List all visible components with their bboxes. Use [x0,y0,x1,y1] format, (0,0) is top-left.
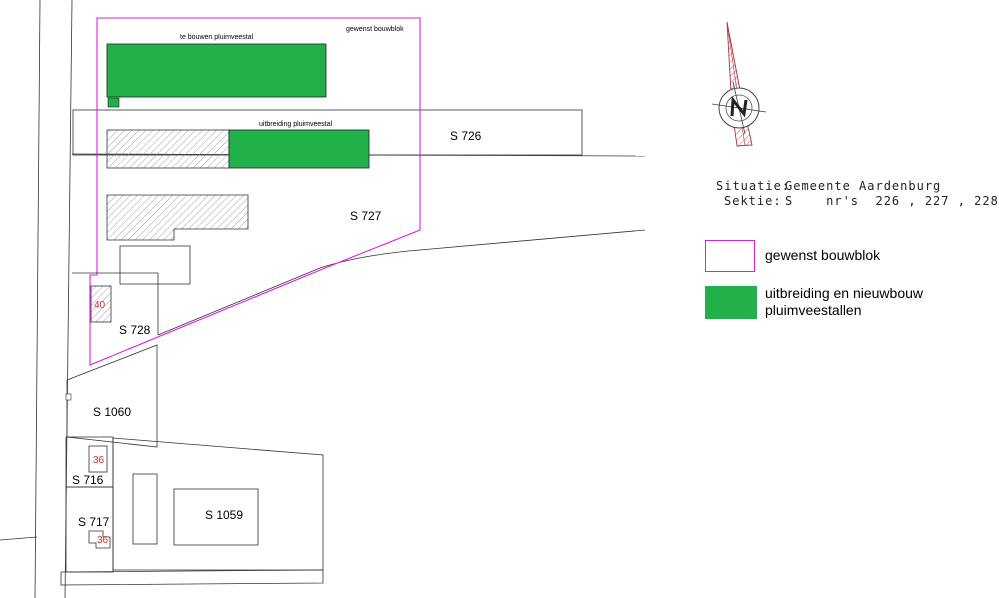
existing-building-hatched [106,194,249,241]
outbuilding-outline [119,245,191,285]
desired-block-label: gewenst bouwblok [346,26,404,33]
shed-outline [132,473,158,545]
road-side-left [0,536,38,541]
house-number-36-second: 36 [97,535,109,546]
parcel-label-s728: S 728 [119,323,151,337]
legend-swatch-poultry-houses [705,286,757,319]
situation-value: Gemeente Aardenburg [785,179,942,193]
house-36a-outline [88,445,108,473]
parcel-boundary-curve [157,229,646,336]
situation-label: Situatie: [716,179,791,193]
parcel-label-s716: S 716 [72,473,104,487]
existing-barn-hatched [106,129,230,169]
house-40-hatched [90,285,112,323]
parcel-s1059-outline [112,437,324,571]
small-marker [65,393,72,401]
legend-label-desired-block: gewenst bouwblok [765,247,881,263]
poultry-extension-label: uitbreiding pluimveestal [259,121,333,128]
section-value: S nr's 226 , 227 , 228 [785,194,999,208]
road-edge-left [34,0,41,598]
legend-label-poultry-houses: uitbreiding en nieuwbouw pluimveestallen [765,285,923,318]
north-arrow-icon [711,21,767,147]
parcel-s1060-outline [66,344,158,448]
house-number-40: 40 [94,300,106,311]
parcel-label-s1059: S 1059 [205,508,244,522]
desired-building-block [89,17,421,366]
bottom-strip [60,569,324,586]
section-label: Sektie: [724,194,782,208]
new-poultry-house [106,43,327,98]
parcel-label-s727: S 727 [350,209,382,223]
parcel-s728-outline [72,272,159,335]
poultry-house-extension [228,129,370,169]
parcel-s717-outline [65,486,114,573]
house-36b-outline [88,530,111,549]
small-green-annex [107,97,120,108]
new-poultry-house-label: te bouwen pluimveestal [180,34,254,41]
site-plan-map [0,0,767,598]
parcel-label-s726: S 726 [450,129,482,143]
parcel-label-s1060: S 1060 [93,405,132,419]
parcel-label-s717: S 717 [78,515,110,529]
legend-swatch-desired-block [705,240,755,272]
house-number-36: 36 [93,455,105,466]
building-s1059-outline [173,488,259,546]
